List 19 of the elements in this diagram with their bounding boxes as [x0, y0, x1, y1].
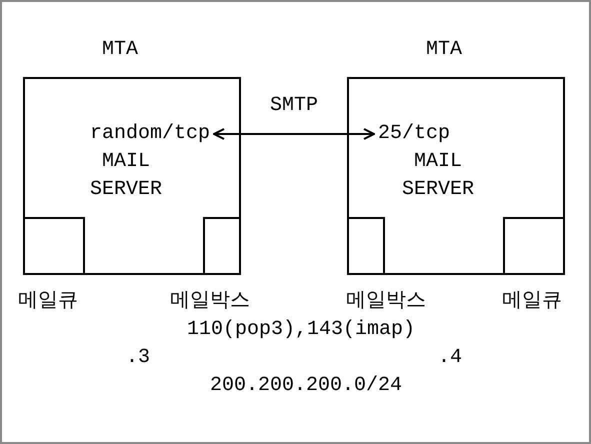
- box-caption: 메일큐: [18, 289, 78, 315]
- port-note: 110(pop3),143(imap): [187, 317, 416, 343]
- server-heading: MTA: [102, 37, 138, 63]
- double-arrow: [213, 128, 375, 140]
- port-label: random/tcp: [90, 120, 210, 148]
- port-label: 25/tcp: [378, 120, 450, 148]
- host-number: .4: [438, 345, 462, 371]
- box-caption: 메일큐: [502, 289, 562, 315]
- host-number: .3: [126, 345, 150, 371]
- server-heading: MTA: [426, 37, 462, 63]
- box-caption: 메일박스: [346, 289, 426, 315]
- server-label: MAIL SERVER: [90, 149, 162, 203]
- server-label: MAIL SERVER: [402, 149, 474, 203]
- compartment-box: [203, 217, 241, 275]
- network-address: 200.200.200.0/24: [210, 373, 402, 399]
- compartment-box: [23, 217, 85, 275]
- compartment-box: [347, 217, 385, 275]
- box-caption: 메일박스: [170, 289, 250, 315]
- compartment-box: [503, 217, 565, 275]
